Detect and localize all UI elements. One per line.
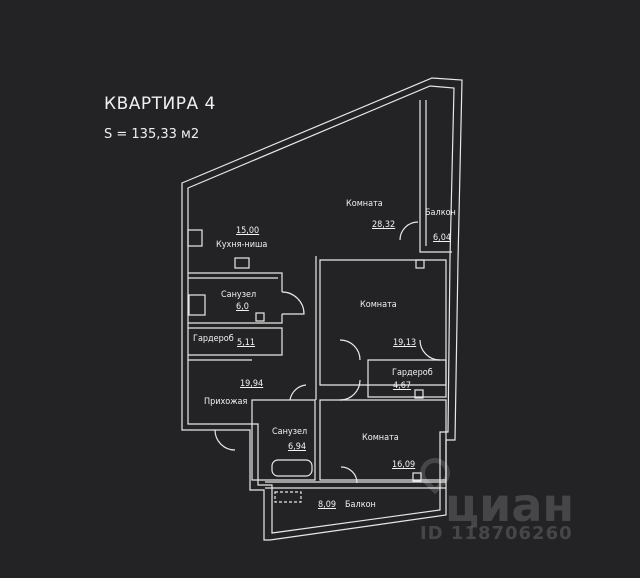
wall [319, 399, 447, 481]
room-area: 19,94 [240, 379, 264, 389]
door-arc [419, 339, 441, 361]
room-name: Комната [346, 199, 383, 209]
column [415, 259, 425, 269]
column [255, 312, 265, 322]
wall [188, 314, 283, 324]
room-name: Санузел [272, 427, 308, 437]
apartment-area: S = 135,33 м2 [104, 127, 200, 142]
room-name: Санузел [221, 290, 257, 300]
door-arc [289, 384, 307, 401]
apartment-title: КВАРТИРА 4 [104, 94, 216, 114]
room-area: 4,67 [393, 381, 412, 391]
room-area: 6,94 [288, 442, 307, 452]
outer-wall [181, 77, 463, 541]
column [414, 389, 424, 399]
outer-wall-inner [187, 85, 455, 534]
wall [319, 259, 447, 386]
room-name: Комната [362, 433, 399, 443]
washer-icon [188, 294, 206, 316]
room-area: 28,32 [372, 220, 396, 230]
room-area: 15,00 [236, 226, 260, 236]
wall [188, 327, 283, 356]
door-arc [281, 291, 305, 315]
room-name: Гардероб [193, 334, 234, 344]
room-name: Комната [360, 300, 397, 310]
wall [367, 359, 447, 398]
watermark-brand: циан [445, 478, 575, 532]
room-name: Балкон [425, 208, 456, 218]
sink-icon [234, 257, 250, 269]
room-name: Балкон [345, 500, 376, 510]
room-area: 16,09 [392, 460, 416, 470]
room-area: 6,0 [236, 302, 249, 312]
room-area: 19,13 [393, 338, 417, 348]
door-arc [339, 339, 361, 361]
column [412, 472, 422, 482]
stove-icon [187, 229, 203, 247]
watermark-id: ID 118706260 [420, 523, 573, 544]
room-area: 8,09 [318, 500, 337, 510]
room-name: Прихожая [204, 397, 248, 407]
balcony-wall [419, 100, 452, 253]
wall [188, 272, 283, 292]
room-name: Кухня-ниша [216, 240, 268, 250]
door-arc [339, 379, 361, 401]
room-area: 6,04 [433, 233, 452, 243]
wall [265, 481, 446, 489]
table-icon [274, 491, 302, 503]
door-arc [214, 429, 236, 451]
room-name: Гардероб [392, 368, 433, 378]
room-area: 5,11 [237, 338, 256, 348]
bathtub-icon [271, 459, 313, 477]
door-arc [340, 466, 358, 484]
wall [251, 399, 316, 481]
door-arc [399, 221, 419, 241]
